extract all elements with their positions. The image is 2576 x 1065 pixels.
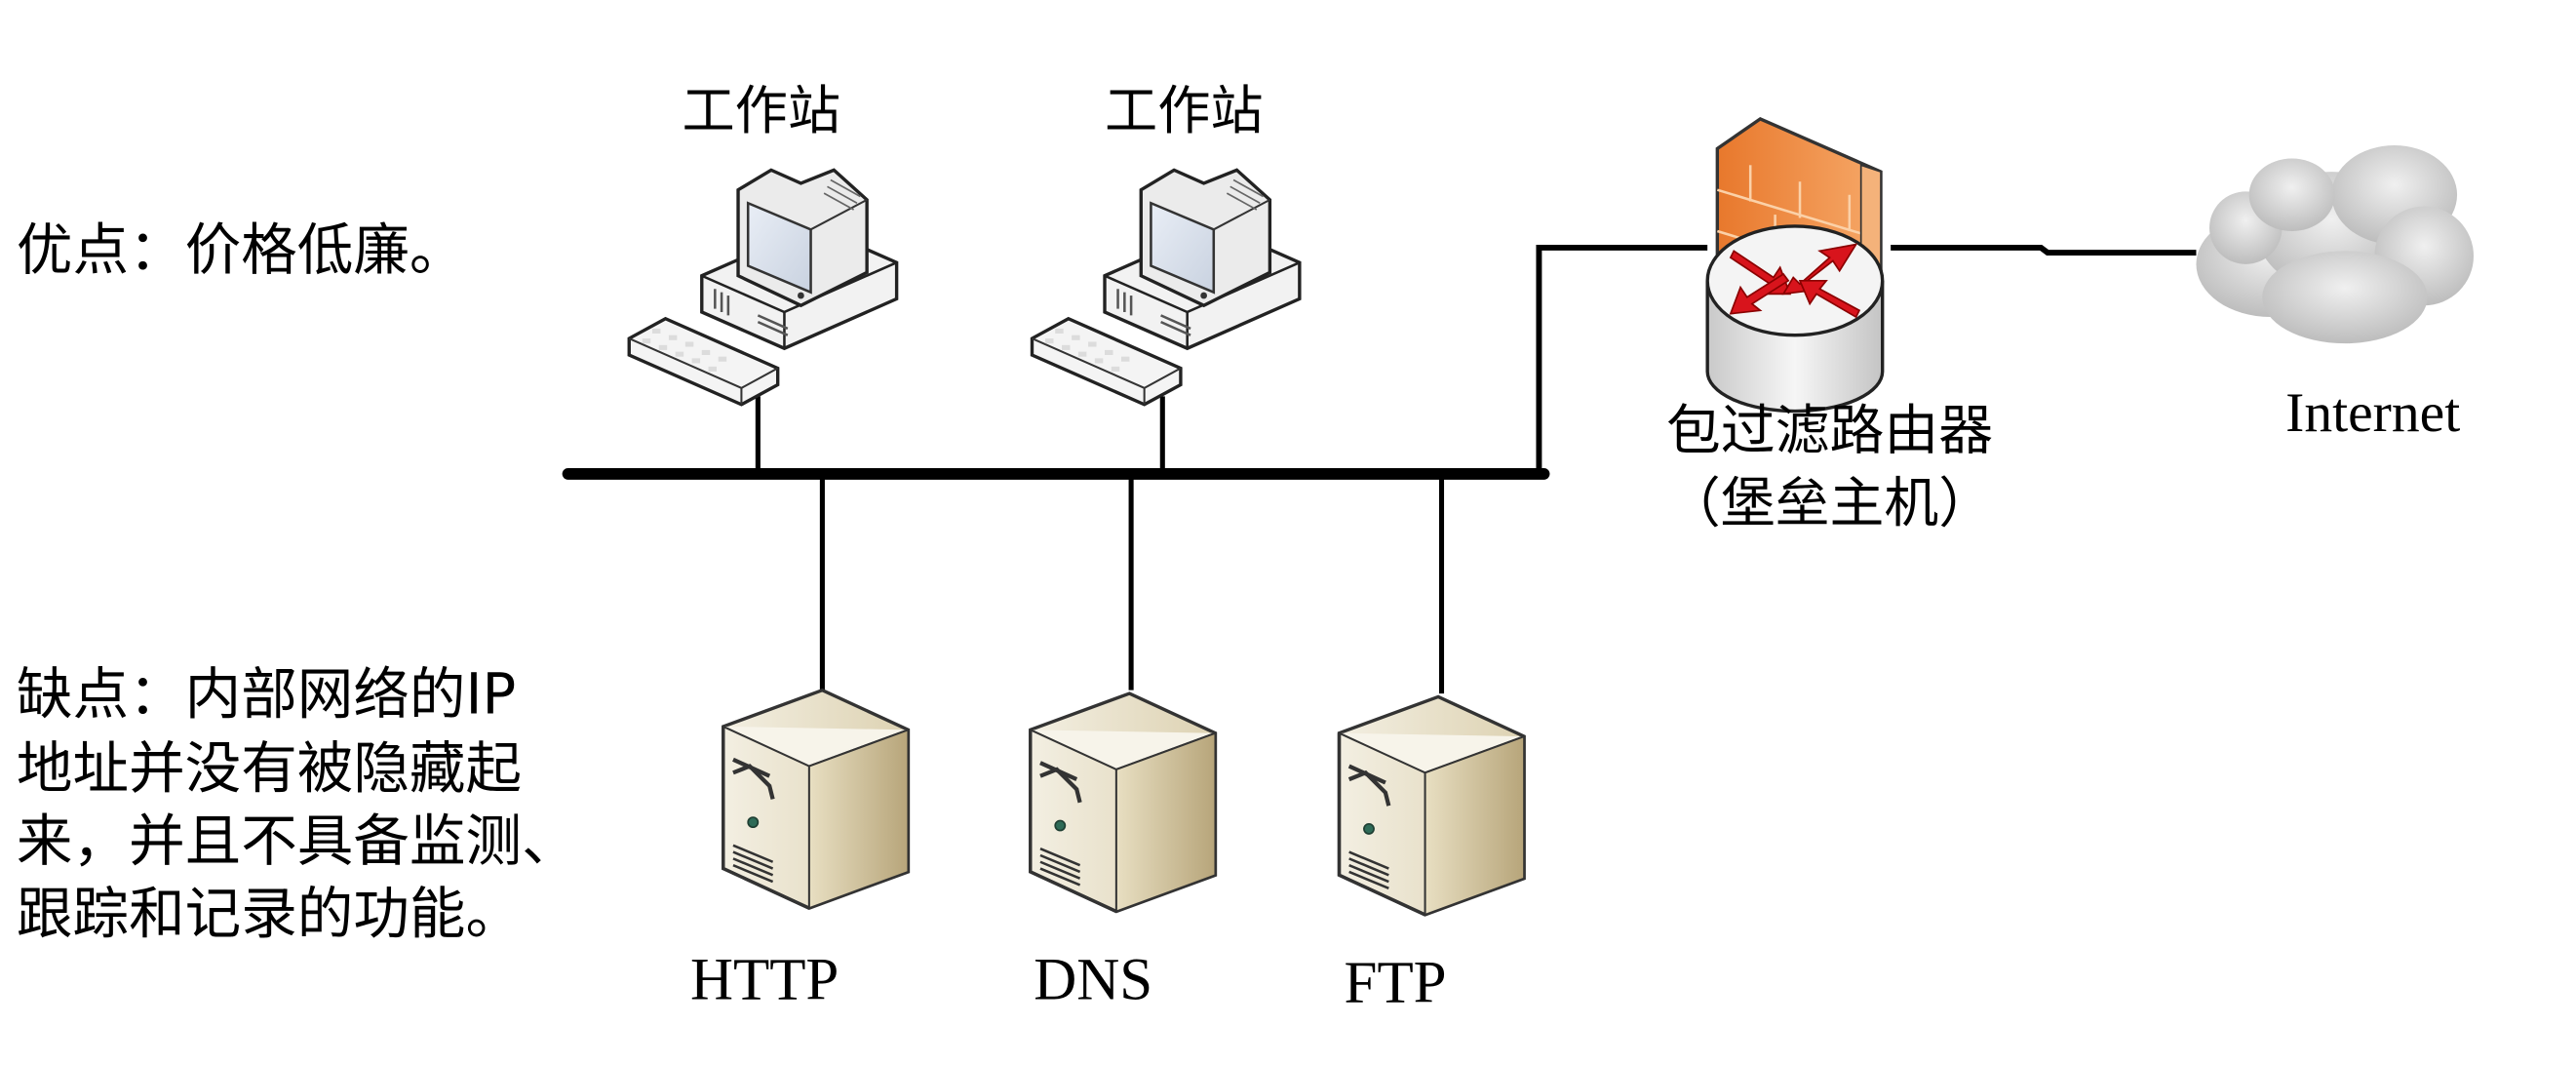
router-label-line2: （堡垒主机） — [1666, 472, 1993, 535]
disadvantages-line: 来，并且不具备监测、 — [17, 809, 578, 874]
workstation-icon — [627, 168, 899, 407]
workstation-1: 工作站 — [627, 80, 899, 407]
link-router-internet — [1891, 244, 2197, 256]
server-dns: DNS — [1031, 693, 1216, 1012]
server-label: HTTP — [690, 947, 839, 1012]
cloud-icon — [2196, 144, 2474, 344]
disadvantages-line: 地址并没有被隐藏起 — [17, 736, 522, 802]
internet: Internet — [2196, 144, 2474, 444]
disadvantages-line: 跟踪和记录的功能。 — [17, 882, 522, 947]
router-label-line1: 包过滤路由器 — [1666, 400, 1993, 463]
disadvantages-line: 缺点：内部网络的IP — [17, 661, 516, 727]
link-bus-router — [1536, 244, 1708, 474]
server-label: FTP — [1345, 951, 1447, 1016]
server-icon — [723, 690, 909, 908]
workstation-label: 工作站 — [682, 80, 840, 141]
server-ftp: FTP — [1340, 696, 1525, 1016]
server-icon — [1340, 696, 1525, 914]
workstation-icon — [1030, 168, 1302, 407]
internet-label: Internet — [2285, 382, 2460, 444]
network-links — [562, 244, 2197, 694]
firewall-router-icon — [1705, 116, 1885, 414]
server-label: DNS — [1034, 947, 1152, 1012]
workstation-label: 工作站 — [1105, 80, 1264, 141]
server-icon — [1031, 693, 1216, 911]
disadvantages-text: 缺点：内部网络的IP 地址并没有被隐藏起 来，并且不具备监测、 跟踪和记录的功能… — [17, 661, 578, 946]
advantages-text: 优点：价格低廉。 — [17, 217, 466, 283]
packet-filter-router: 包过滤路由器 （堡垒主机） — [1666, 116, 1993, 535]
server-http: HTTP — [690, 690, 909, 1012]
workstation-2: 工作站 — [1030, 80, 1302, 407]
